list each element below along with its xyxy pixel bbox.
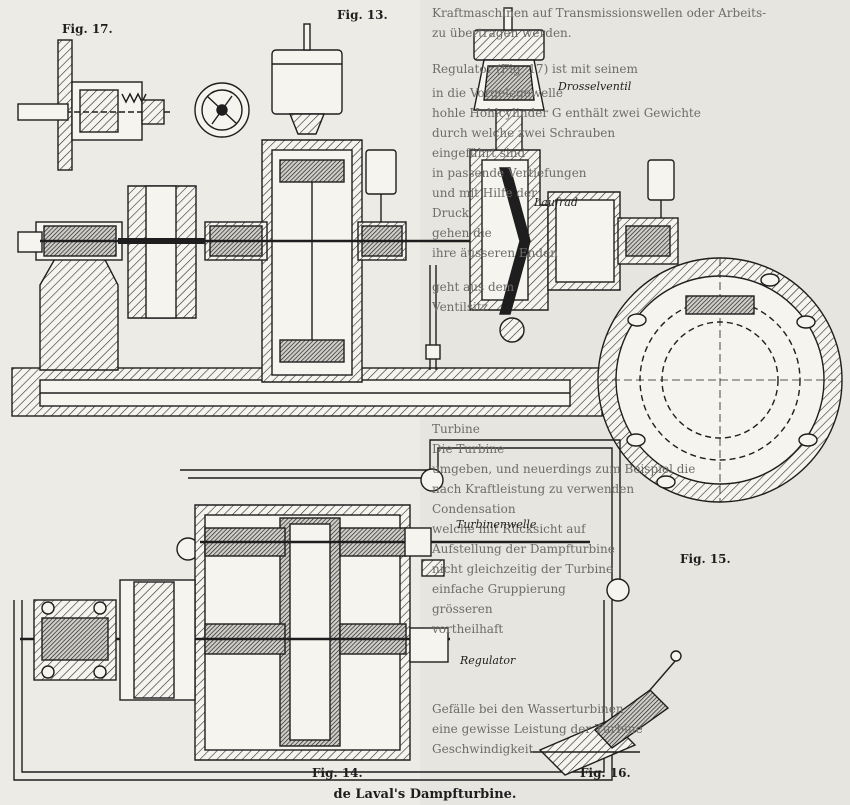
fig17-label: Fig. 17. bbox=[62, 22, 113, 36]
background-text-line: Ventilsitz bbox=[432, 300, 489, 314]
background-text-line: umgeben, und neuerdings zum Beispiel die bbox=[432, 462, 696, 476]
fig17-drawing bbox=[17, 39, 250, 171]
background-text-line: durch welche zwei Schrauben bbox=[432, 126, 616, 140]
background-text-line: Aufstellung der Dampfturbine bbox=[432, 542, 615, 556]
background-text-line: eingeführt sind bbox=[432, 146, 526, 160]
background-text-line: vortheilhaft bbox=[432, 622, 504, 636]
background-text-line: in passende Vertiefungen bbox=[432, 166, 587, 180]
fig15-drawing bbox=[597, 257, 843, 503]
background-text-line: Geschwindigkeit bbox=[432, 742, 534, 756]
background-text-line: Regulator (Fig. 17) ist mit seinem bbox=[432, 62, 638, 76]
background-text-line: Condensation bbox=[432, 502, 516, 516]
background-text-line: zu übertragen werden. bbox=[432, 26, 572, 40]
fig13-drawing bbox=[11, 7, 679, 417]
fig13-label: Fig. 13. bbox=[337, 8, 388, 22]
background-text-line: Die Turbine bbox=[432, 442, 505, 456]
background-text-line: und mit Hilfe der bbox=[432, 186, 537, 200]
fig15-label: Fig. 15. bbox=[680, 552, 731, 566]
background-text-line: geht aus dem bbox=[432, 280, 515, 294]
regulator-label: Regulator bbox=[460, 654, 516, 667]
background-text-line: eine gewisse Leistung der Turbine bbox=[432, 722, 643, 736]
background-text-line: Turbine bbox=[432, 422, 480, 436]
background-text-line: grösseren bbox=[432, 602, 493, 616]
fig16-drawing bbox=[530, 650, 682, 776]
background-text-line: Druck bbox=[432, 206, 470, 220]
fig14-drawing bbox=[13, 439, 630, 781]
laufrad-label: Laufrad bbox=[534, 196, 578, 209]
background-text-line: ihre äusseren Enden bbox=[432, 246, 558, 260]
turbinenwelle-label: Turbinenwelle bbox=[456, 518, 537, 531]
fig16-label: Fig. 16. bbox=[580, 766, 631, 780]
background-text-line: Kraftmaschinen auf Transmissionswellen o… bbox=[432, 6, 767, 20]
background-text-line: hohle Hohlcylinder G enthält zwei Gewich… bbox=[432, 106, 701, 120]
background-text-line: gehen die bbox=[432, 226, 492, 240]
drosselventil-label: Drosselventil bbox=[558, 80, 632, 93]
background-text-line: einfache Gruppierung bbox=[432, 582, 566, 596]
plate-caption: de Laval's Dampfturbine. bbox=[333, 787, 517, 802]
fig14-label: Fig. 14. bbox=[312, 766, 363, 780]
background-text-line: welche mit Rücksicht auf bbox=[432, 522, 586, 536]
background-text-line: nicht gleichzeitig der Turbine bbox=[432, 562, 614, 576]
background-text-line: nach Kraftleistung zu verwenden bbox=[432, 482, 635, 496]
background-text-line: in die Vorgelegewelle bbox=[432, 86, 563, 100]
background-text-line: Gefälle bei den Wasserturbinen bbox=[432, 702, 624, 716]
